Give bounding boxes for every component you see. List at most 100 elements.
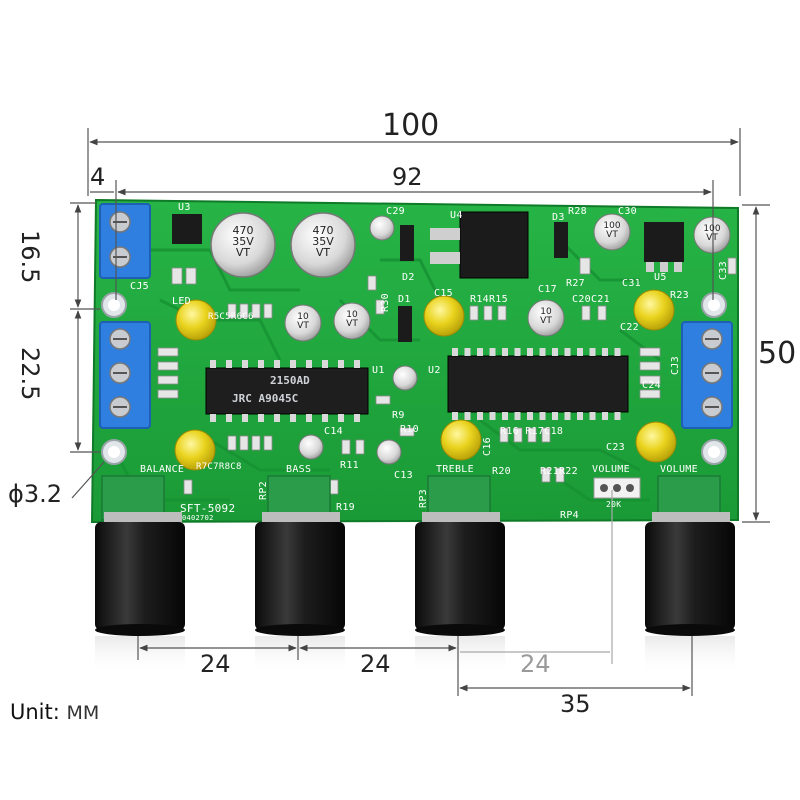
cap-small-a-label: 10 VT: [291, 313, 315, 331]
silk-c16: C16: [482, 437, 493, 456]
silk-r9: R9: [392, 410, 405, 421]
silk-c29: C29: [386, 206, 405, 217]
unit-value: MM: [66, 702, 100, 724]
silk-u2: U2: [428, 365, 441, 376]
silk-r10: R10: [400, 424, 419, 435]
integrated-circuits: [172, 211, 684, 422]
silk-r14r15: R14R15: [470, 294, 508, 305]
ic-pin: [614, 412, 621, 420]
dim-pot-spacing-3: 24: [520, 650, 551, 678]
dim-volume-offset: 35: [560, 690, 591, 718]
silk-treble: TREBLE: [436, 464, 474, 475]
silk-c33: C33: [718, 261, 729, 280]
silk-c30: C30: [618, 206, 637, 217]
ic-pin: [552, 412, 558, 420]
silk-balance: BALANCE: [140, 464, 185, 475]
u1-marking-line1: 2150AD: [270, 374, 310, 387]
silk-led: LED: [172, 296, 191, 307]
silk-rp4-value: 20K: [606, 500, 622, 509]
ic-pin: [564, 348, 571, 356]
ic-pin: [514, 412, 521, 420]
silk-r21r22: R21R22: [540, 466, 578, 477]
silk-board-date: 0402702: [182, 514, 214, 522]
ic-pin: [464, 412, 471, 420]
silk-u3: U3: [178, 202, 191, 213]
ic-pin: [464, 348, 471, 356]
ic-pin: [452, 348, 458, 356]
screw-terminals: [99, 203, 733, 429]
silk-rp2: RP2: [258, 481, 269, 500]
silk-r7c7r8c8: R7C7R8C8: [196, 462, 242, 472]
dim-total-width: 100: [382, 108, 440, 143]
silk-r5c5r6c6: R5C5R6C6: [208, 312, 254, 322]
cap-voltage: 35V: [312, 235, 334, 248]
silk-r16r17c18: R16 R17C18: [500, 426, 564, 437]
cap-value: 470: [312, 224, 334, 237]
silk-rp3: RP3: [418, 489, 429, 508]
knobs: [95, 512, 735, 636]
yellow-capacitors: [174, 289, 677, 471]
cap-big-right-label: 470 35V VT: [308, 225, 338, 258]
cap-value: 10: [297, 312, 309, 322]
ic-pin: [589, 348, 596, 356]
u1-marking-line2: JRC A9045C: [232, 392, 299, 405]
silk-r19: R19: [336, 502, 355, 513]
ic-pin: [539, 348, 546, 356]
silk-d2: D2: [402, 272, 415, 283]
ic-pin: [489, 348, 496, 356]
silk-c24: C24: [642, 380, 661, 391]
silk-d1: D1: [398, 294, 411, 305]
dim-board-height: 50: [758, 336, 797, 371]
cap-value: 470: [232, 224, 254, 237]
silk-c22: C22: [620, 322, 639, 333]
silk-volume-right: VOLUME: [660, 464, 698, 475]
ic-pin: [527, 348, 533, 356]
ic-pin: [552, 348, 558, 356]
dim-top-terminal-pitch: 16.5: [16, 230, 44, 284]
unit-label: Unit: MM: [10, 700, 99, 724]
silk-d3: D3: [552, 212, 565, 223]
cap-value: 10: [346, 310, 358, 320]
ic-pin: [477, 348, 483, 356]
big-capacitors: [210, 212, 731, 465]
silk-u5: U5: [654, 272, 667, 283]
cap-small-d-label: 100 VT: [600, 222, 624, 240]
silk-r23: R23: [670, 290, 689, 301]
silk-c17: C17: [538, 284, 557, 295]
ic-pin: [514, 348, 521, 356]
ic-pin: [577, 348, 583, 356]
silk-cj3: CJ3: [670, 356, 681, 375]
cap-brand: VT: [235, 246, 251, 259]
dimension-line-grey: [460, 490, 613, 664]
cap-brand: VT: [346, 319, 358, 329]
silk-r20: R20: [492, 466, 511, 477]
ic-pin: [502, 412, 508, 420]
cap-brand: VT: [540, 316, 552, 326]
silk-bass: BASS: [286, 464, 312, 475]
silk-volume-left: VOLUME: [592, 464, 630, 475]
dim-pot-spacing-2: 24: [360, 650, 391, 678]
dim-edge-offset: 4: [90, 163, 106, 191]
silk-rp4: RP4: [560, 510, 579, 521]
pcb-board: [90, 198, 739, 524]
silk-board-model: SFT-5092: [180, 502, 236, 515]
silk-c15: C15: [434, 288, 453, 299]
mounting-holes: [101, 292, 727, 465]
cap-value: 100: [703, 224, 721, 234]
unit-prefix: Unit:: [10, 700, 60, 724]
silk-c14: C14: [324, 426, 343, 437]
ic-pin: [452, 412, 458, 420]
cap-big-left-label: 470 35V VT: [228, 225, 258, 258]
silk-u4: U4: [450, 210, 463, 221]
silk-c23: C23: [606, 442, 625, 453]
cap-brand: VT: [315, 246, 331, 259]
silk-c20c21: C20C21: [572, 294, 610, 305]
knob-reflections: [95, 636, 735, 676]
dimension-lines: [70, 128, 770, 696]
cap-value: 100: [603, 221, 621, 231]
silk-r27: R27: [566, 278, 585, 289]
cap-small-e-label: 100 VT: [700, 225, 724, 243]
silk-c31: C31: [622, 278, 641, 289]
